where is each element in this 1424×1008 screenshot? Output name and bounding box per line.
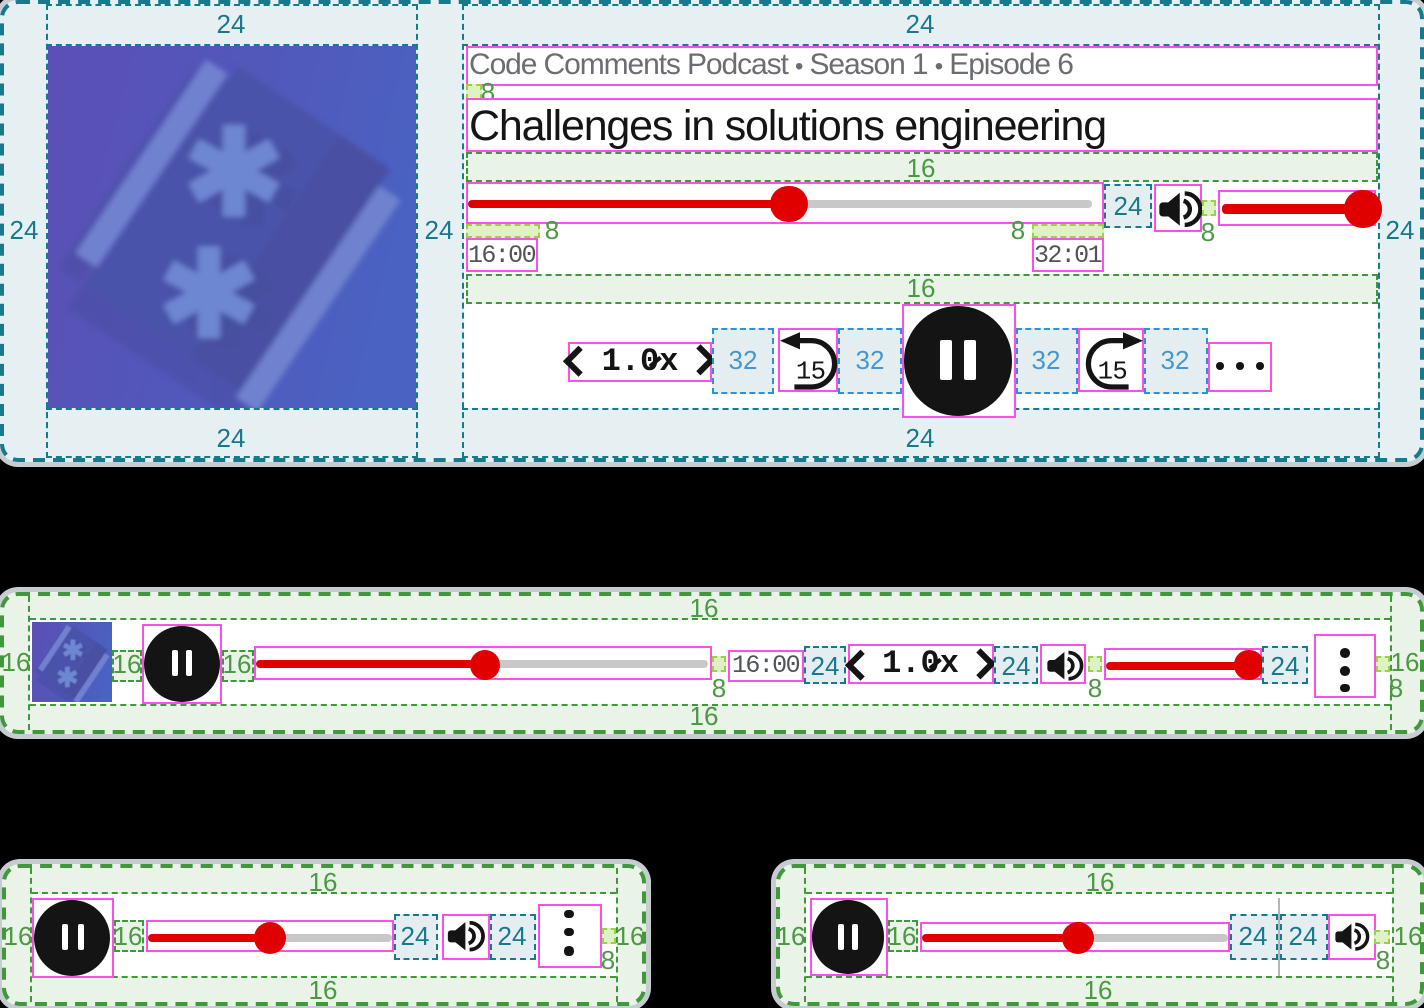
svg-text:15: 15 [1098,357,1128,386]
svg-text:15: 15 [795,357,825,386]
